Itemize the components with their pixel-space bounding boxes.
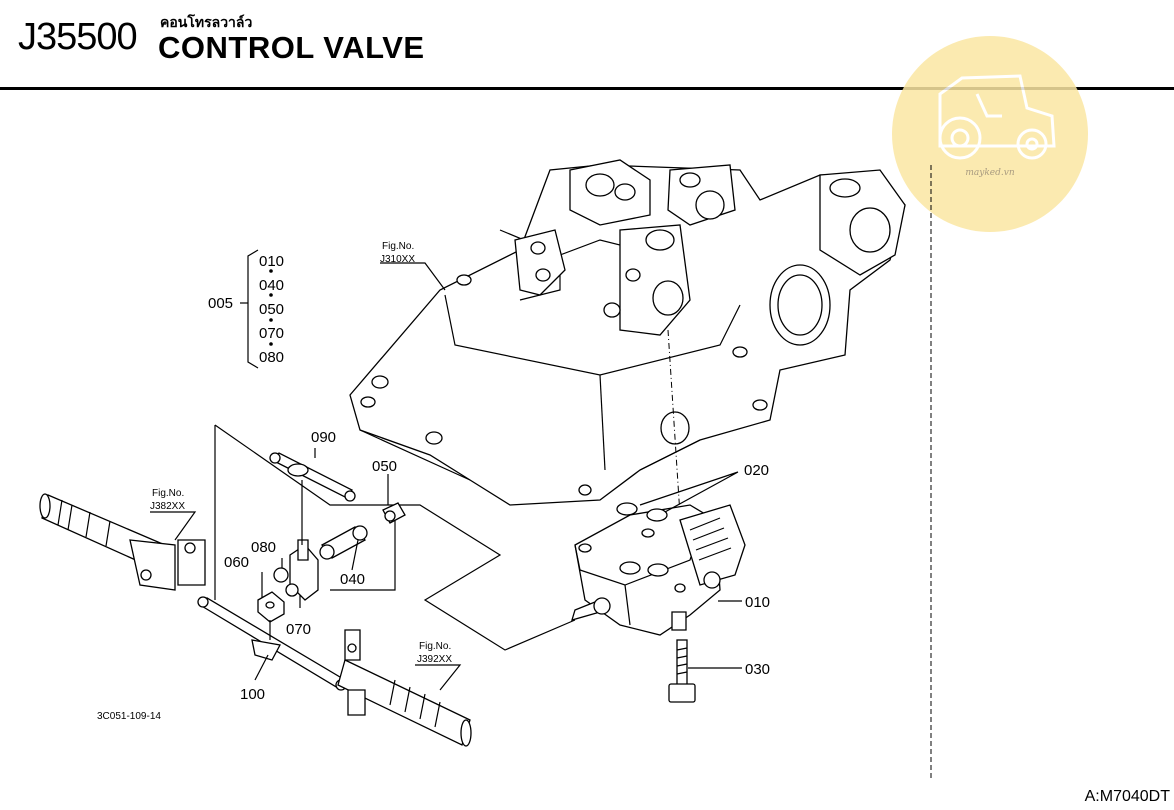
figure-id: 3C051-109-14: [97, 711, 161, 722]
header: J35500 คอนโทรลวาล์ว CONTROL VALVE: [0, 0, 1174, 90]
lever-070: [285, 480, 319, 601]
control-valve-body: [571, 504, 746, 636]
thai-title: คอนโทรลวาล์ว: [160, 15, 253, 31]
page-reference: A:M7040DT: [1084, 788, 1170, 805]
fig-ref-j392-value: J392XX: [417, 654, 452, 665]
collar-050: [382, 502, 406, 524]
callout-030: 030: [745, 661, 770, 678]
o-ring-2: [646, 508, 668, 522]
assembly-outline-inner: [330, 520, 396, 591]
right-shaft: [337, 629, 472, 747]
page-title: CONTROL VALVE: [158, 30, 425, 65]
lift-housing: [349, 159, 906, 506]
callout-010: 010: [745, 594, 770, 611]
fig-ref-j310-value: J310XX: [380, 254, 415, 265]
o-ring-1: [616, 502, 638, 516]
tractor-icon: [938, 74, 1056, 160]
watermark-logo: mayked.vn: [892, 36, 1088, 232]
header-rule: [0, 87, 1174, 90]
left-shaft: [39, 493, 206, 591]
watermark-text: mayked.vn: [965, 168, 1015, 178]
rod-090: [269, 452, 356, 502]
callout-080: 080: [251, 539, 276, 556]
fig-ref-j392-label: Fig.No.: [419, 641, 451, 652]
callout-100: 100: [240, 686, 265, 703]
part-group-code: J35500: [18, 16, 138, 58]
assembly-child-5: 080: [259, 349, 284, 366]
assembly-outline: [214, 424, 576, 651]
callout-020: 020: [744, 462, 769, 479]
pin-040: [319, 525, 368, 560]
fig-ref-j310-label: Fig.No.: [382, 241, 414, 252]
clip-080: [273, 567, 289, 583]
bolt: [668, 639, 696, 703]
fig-ref-j382-label: Fig.No.: [152, 488, 184, 499]
assembly-child-1: 010: [259, 253, 284, 270]
assembly-child-4: 070: [259, 325, 284, 342]
block-060: [257, 591, 285, 623]
callout-070: 070: [286, 621, 311, 638]
assembly-parent-label: 005: [208, 295, 233, 312]
assembly-bracket: [240, 249, 273, 369]
leader-lines: [150, 262, 742, 691]
assembly-child-3: 050: [259, 301, 284, 318]
callout-050: 050: [372, 458, 397, 475]
rod-100: [197, 596, 347, 691]
callout-040: 040: [340, 571, 365, 588]
assembly-child-2: 040: [259, 277, 284, 294]
callout-090: 090: [311, 429, 336, 446]
alignment-line: [667, 329, 681, 516]
fig-ref-j382-value: J382XX: [150, 501, 185, 512]
callout-060: 060: [224, 554, 249, 571]
